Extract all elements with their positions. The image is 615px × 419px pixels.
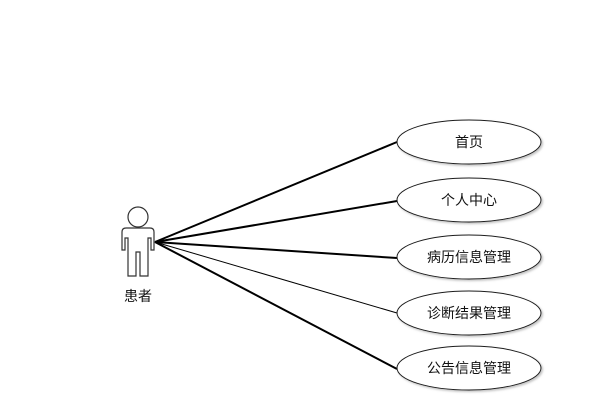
actor-label: 患者	[124, 289, 152, 305]
use-case-announcement-management: 公告信息管理	[396, 345, 542, 391]
actor-body	[121, 227, 155, 277]
association-line-medical-record	[154, 241, 398, 259]
use-case-label-diagnosis-result-management: 诊断结果管理	[427, 306, 511, 322]
associations	[154, 141, 398, 370]
use-case-personal-center: 个人中心	[396, 177, 542, 223]
actor-figure	[121, 206, 155, 277]
association-line-announcement	[154, 241, 398, 370]
use-case-label-announcement-management: 公告信息管理	[427, 360, 511, 377]
use-case-label-personal-center: 个人中心	[441, 193, 497, 209]
use-case-medical-record-management: 病历信息管理	[396, 234, 542, 280]
actor-head	[127, 206, 149, 228]
association-line-homepage	[154, 141, 398, 243]
use-case-homepage: 首页	[396, 119, 542, 165]
use-case-label-medical-record-management: 病历信息管理	[427, 249, 511, 266]
association-line-personal-center	[154, 200, 398, 243]
association-line-diagnosis	[154, 241, 398, 314]
use-case-label-homepage: 首页	[455, 135, 483, 151]
use-case-diagnosis-result-management: 诊断结果管理	[396, 290, 542, 336]
